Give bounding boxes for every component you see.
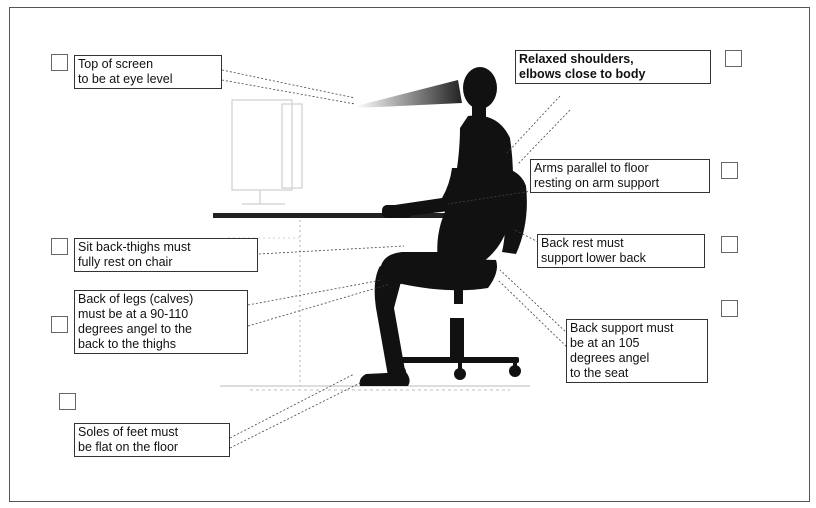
seated-person-silhouette xyxy=(360,67,513,386)
label-feet: Soles of feet must be flat on the floor xyxy=(74,423,230,457)
label-backrest: Back rest must support lower back xyxy=(537,234,705,268)
label-arms: Arms parallel to floor resting on arm su… xyxy=(530,159,710,193)
checkbox-shoulders[interactable] xyxy=(725,50,742,67)
label-screen-top: Top of screen to be at eye level xyxy=(74,55,222,89)
checkbox-arms[interactable] xyxy=(721,162,738,179)
line-of-sight xyxy=(356,80,462,108)
label-thighs: Sit back-thighs must fully rest on chair xyxy=(74,238,258,272)
label-shoulders: Relaxed shoulders, elbows close to body xyxy=(515,50,711,84)
checkbox-calves[interactable] xyxy=(51,316,68,333)
checkbox-thighs[interactable] xyxy=(51,238,68,255)
label-back-support: Back support must be at an 105 degrees a… xyxy=(566,319,708,383)
diagram-frame: Top of screen to be at eye level Relaxed… xyxy=(9,7,810,502)
floor xyxy=(220,386,530,390)
checkbox-feet[interactable] xyxy=(59,393,76,410)
label-calves: Back of legs (calves) must be at a 90-11… xyxy=(74,290,248,354)
checkbox-backrest[interactable] xyxy=(721,236,738,253)
checkbox-screen-top[interactable] xyxy=(51,54,68,71)
monitor-outline xyxy=(232,100,302,204)
checkbox-back-support[interactable] xyxy=(721,300,738,317)
